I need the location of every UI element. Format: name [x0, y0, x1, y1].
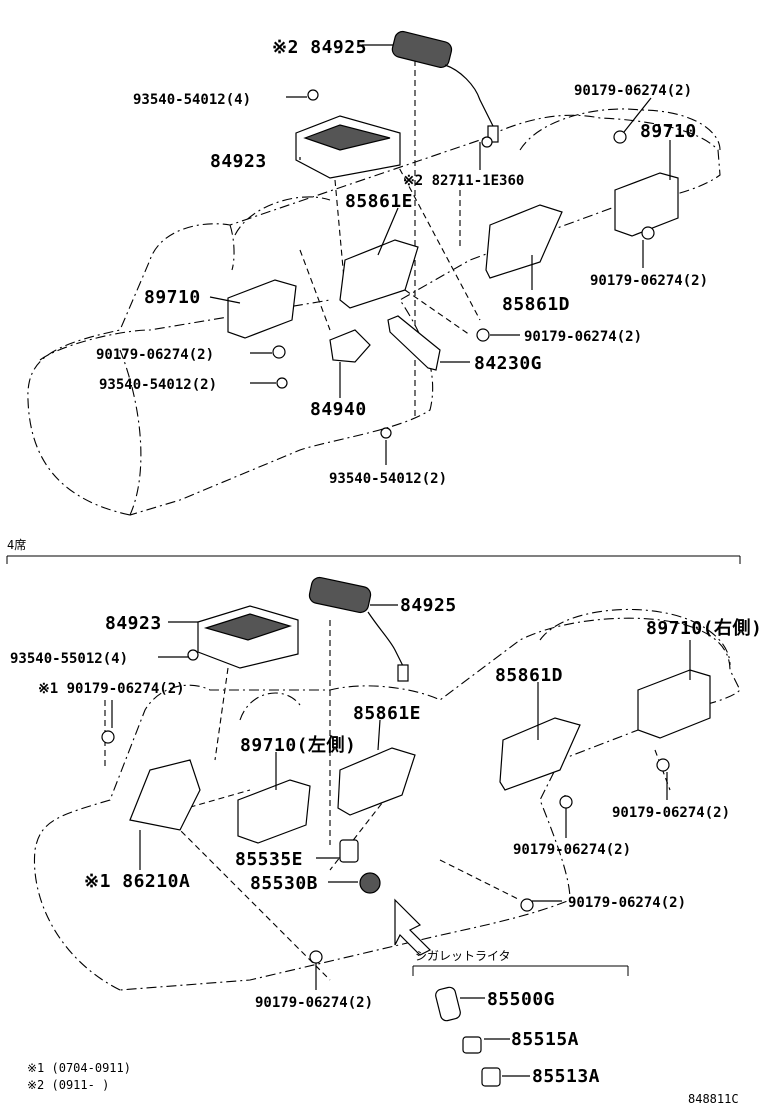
- top-part-89710-left: [227, 279, 297, 339]
- footnotes: ※1 (0704-0911) ※2 (0911- ) 848811C: [27, 1061, 739, 1106]
- bottom-label-86210A: ※1 86210A: [84, 871, 190, 892]
- bottom-label-90179-b: 90179-06274(2): [568, 895, 686, 911]
- bottom-part-86210A: [129, 759, 201, 831]
- bottom-label-89710-l: 89710(左側): [240, 734, 356, 756]
- top-part-85861E: [339, 239, 419, 309]
- section-divider: 4席: [6, 537, 741, 564]
- bottom-part-85861D: [499, 717, 581, 791]
- top-label-84925: ※2 84925: [272, 37, 367, 58]
- bottom-label-85513A: 85513A: [532, 1066, 600, 1087]
- top-leaders: [209, 44, 671, 465]
- top-part-85861D: [485, 204, 563, 279]
- bottom-headrest-left: [239, 692, 301, 721]
- bottom-part-85535E: [339, 839, 359, 863]
- bottom-label-85535E: 85535E: [235, 849, 303, 870]
- top-nuts: [272, 89, 655, 439]
- bottom-label-85861E: 85861E: [353, 703, 421, 724]
- top-label-85861D: 85861D: [502, 294, 570, 315]
- bottom-part-85861E: [337, 747, 416, 816]
- top-label-93540-a: 93540-54012(4): [133, 92, 251, 108]
- top-label-89710-r: 89710: [640, 121, 697, 142]
- bottom-label-84923: 84923: [105, 613, 162, 634]
- bottom-part-85530B: [359, 872, 381, 894]
- top-headrest-left: [234, 196, 331, 236]
- top-seat-outline: [27, 114, 721, 516]
- bottom-label-85500G: 85500G: [487, 989, 555, 1010]
- top-label-84230G: 84230G: [474, 353, 542, 374]
- top-label-82711: ※2 82711-1E360: [403, 173, 524, 189]
- top-label-84940: 84940: [310, 399, 367, 420]
- bottom-part-84925-remote: [308, 576, 409, 682]
- note-2: ※2 (0911- ): [27, 1078, 109, 1092]
- bottom-label-85515A: 85515A: [511, 1029, 579, 1050]
- bottom-label-90179-r: 90179-06274(2): [612, 805, 730, 821]
- bottom-part-89710-right: [637, 669, 711, 739]
- top-section: ※2 84925 93540-54012(4) 90179-06274(2) 8…: [27, 30, 721, 516]
- top-label-93540-b: 93540-54012(2): [99, 377, 217, 393]
- bottom-label-90179-m: 90179-06274(2): [513, 842, 631, 858]
- top-label-89710-l: 89710: [144, 287, 201, 308]
- section-label: 4席: [7, 537, 26, 552]
- diagram-code: 848811C: [688, 1092, 739, 1106]
- bottom-label-85861D: 85861D: [495, 665, 563, 686]
- top-label-90179-tr: 90179-06274(2): [574, 83, 692, 99]
- bottom-leaders: [111, 604, 691, 990]
- bottom-section: 84923 84925 89710(右側) 93540-55012(4) 858…: [10, 576, 760, 1087]
- top-label-90179-r2: 90179-06274(2): [590, 273, 708, 289]
- bottom-label-93540: 93540-55012(4): [10, 651, 128, 667]
- cig-title: シガレットライタ: [415, 949, 511, 963]
- part-85515A: [462, 1036, 482, 1054]
- top-label-84923: 84923: [210, 151, 267, 172]
- top-label-85861E: 85861E: [345, 191, 413, 212]
- bottom-part-89710-left: [237, 779, 311, 844]
- bottom-label-89710-r: 89710(右側): [646, 617, 760, 639]
- bottom-nuts: [101, 649, 670, 964]
- top-part-84940: [329, 329, 371, 363]
- part-85513A: [481, 1067, 501, 1087]
- top-part-84923-switch: [295, 115, 401, 179]
- top-part-84925-remote: [391, 30, 499, 143]
- bottom-label-84925: 84925: [400, 595, 457, 616]
- top-part-89710-right: [614, 172, 679, 237]
- bottom-label-90179-1: ※1 90179-06274(2): [38, 681, 185, 697]
- top-seat-cushion: [39, 224, 331, 516]
- bottom-seat-outline: [33, 617, 741, 991]
- bottom-headrest-right: [539, 608, 731, 666]
- cigarette-lighter-group: シガレットライタ 85500G 85515A 85513A: [412, 949, 629, 1087]
- top-headrest-right: [519, 108, 721, 151]
- part-85500G: [435, 986, 461, 1022]
- top-label-90179-l: 90179-06274(2): [96, 347, 214, 363]
- note-1: ※1 (0704-0911): [27, 1061, 131, 1075]
- top-label-90179-c: 90179-06274(2): [524, 329, 642, 345]
- top-part-84230G: [387, 315, 441, 371]
- bottom-label-90179-bl: 90179-06274(2): [255, 995, 373, 1011]
- bottom-arrow: [394, 898, 432, 956]
- bottom-label-85530B: 85530B: [250, 873, 318, 894]
- top-dash-lines: [299, 60, 481, 420]
- bottom-part-84923-switch: [197, 605, 299, 669]
- top-label-93540-c: 93540-54012(2): [329, 471, 447, 487]
